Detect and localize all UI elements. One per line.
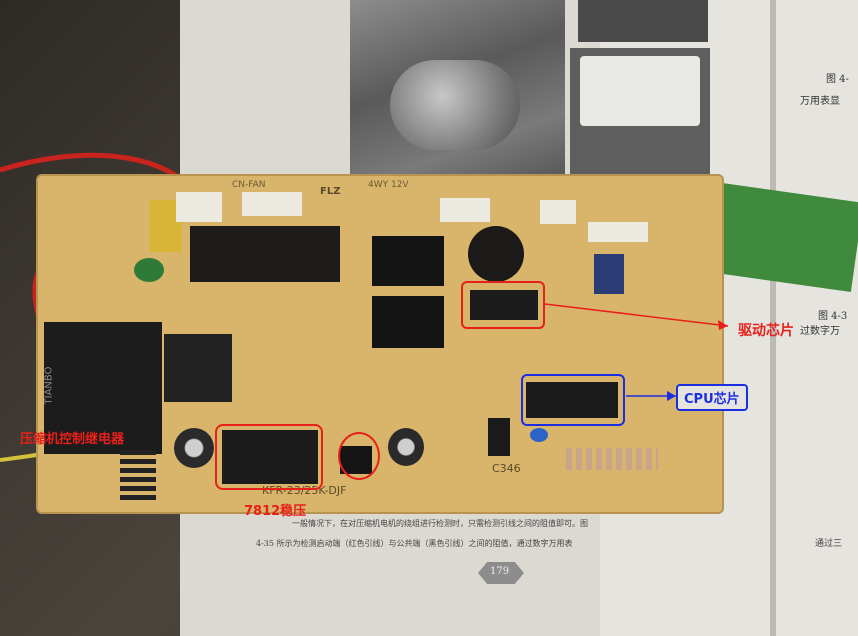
- silkscreen-c346: C346: [492, 462, 521, 475]
- book-body-line-1: 一般情况下，在对压缩机电机的绕组进行检测时，只需检测引线之间的阻值即可。图: [292, 519, 588, 528]
- diode-row-left: [120, 450, 156, 500]
- blue-capacitor: [530, 428, 548, 442]
- resistor-row-bottom: [566, 448, 658, 470]
- white-connector-3: [440, 198, 490, 222]
- book-photo-multimeter-top: [578, 0, 708, 42]
- silkscreen-cn-fan: CN-FAN: [232, 180, 266, 190]
- heatsink-top: [190, 226, 340, 282]
- buzzer: [468, 226, 524, 282]
- silkscreen-4wy: 4WY 12V: [368, 180, 409, 190]
- page-number-badge: [478, 562, 524, 584]
- electrolytic-cap-3: [488, 418, 510, 456]
- regulator-highlight: [215, 424, 323, 490]
- white-connector-2: [242, 192, 302, 216]
- book-right-edge-text: 通过三: [815, 539, 843, 549]
- multimeter-dial: [580, 56, 700, 126]
- driver-ic: [470, 290, 538, 320]
- compressor-relay: [44, 322, 162, 454]
- driver-chip-label: 驱动芯片: [738, 323, 794, 339]
- white-connector-1: [176, 192, 222, 222]
- caption-right-top: 万用表显: [800, 96, 840, 107]
- silkscreen-model: KFR-23/25K-DJF: [262, 484, 347, 497]
- electrolytic-cap-2: [388, 428, 424, 466]
- relay-small-2: [372, 296, 444, 348]
- page-number: 179: [490, 566, 510, 577]
- cpu-chip-label: CPU芯片: [676, 384, 748, 411]
- relay-medium: [164, 334, 232, 402]
- figure-label-right-mid: 图 4-3: [818, 311, 848, 322]
- blue-jumper-block: [594, 254, 624, 294]
- relay-small-1: [372, 236, 444, 286]
- electrolytic-cap-1: [174, 428, 214, 468]
- driver-chip-highlight: [461, 281, 545, 329]
- book-spine: [770, 0, 776, 636]
- compressor-relay-label: 压缩机控制继电器: [20, 432, 125, 447]
- motor-shape: [390, 60, 520, 150]
- figure-label-right-top: 图 4-: [826, 74, 849, 85]
- silkscreen-flz: FLZ: [320, 186, 341, 197]
- regulator-heatsink: [222, 430, 318, 484]
- green-capacitor: [134, 258, 164, 282]
- book-body-line-2: 4-35 所示为检测启动端（红色引线）与公共端（黑色引线）之间的阻值，通过数字万…: [256, 539, 573, 548]
- caption-right-mid: 过数字万: [800, 326, 840, 337]
- transistor-highlight: [338, 432, 380, 480]
- cpu-ic: [526, 382, 618, 418]
- regulator-label: 7812稳压: [244, 504, 307, 519]
- white-connector-4: [540, 200, 576, 224]
- white-connector-5: [588, 222, 648, 242]
- cpu-chip-highlight: [521, 374, 625, 426]
